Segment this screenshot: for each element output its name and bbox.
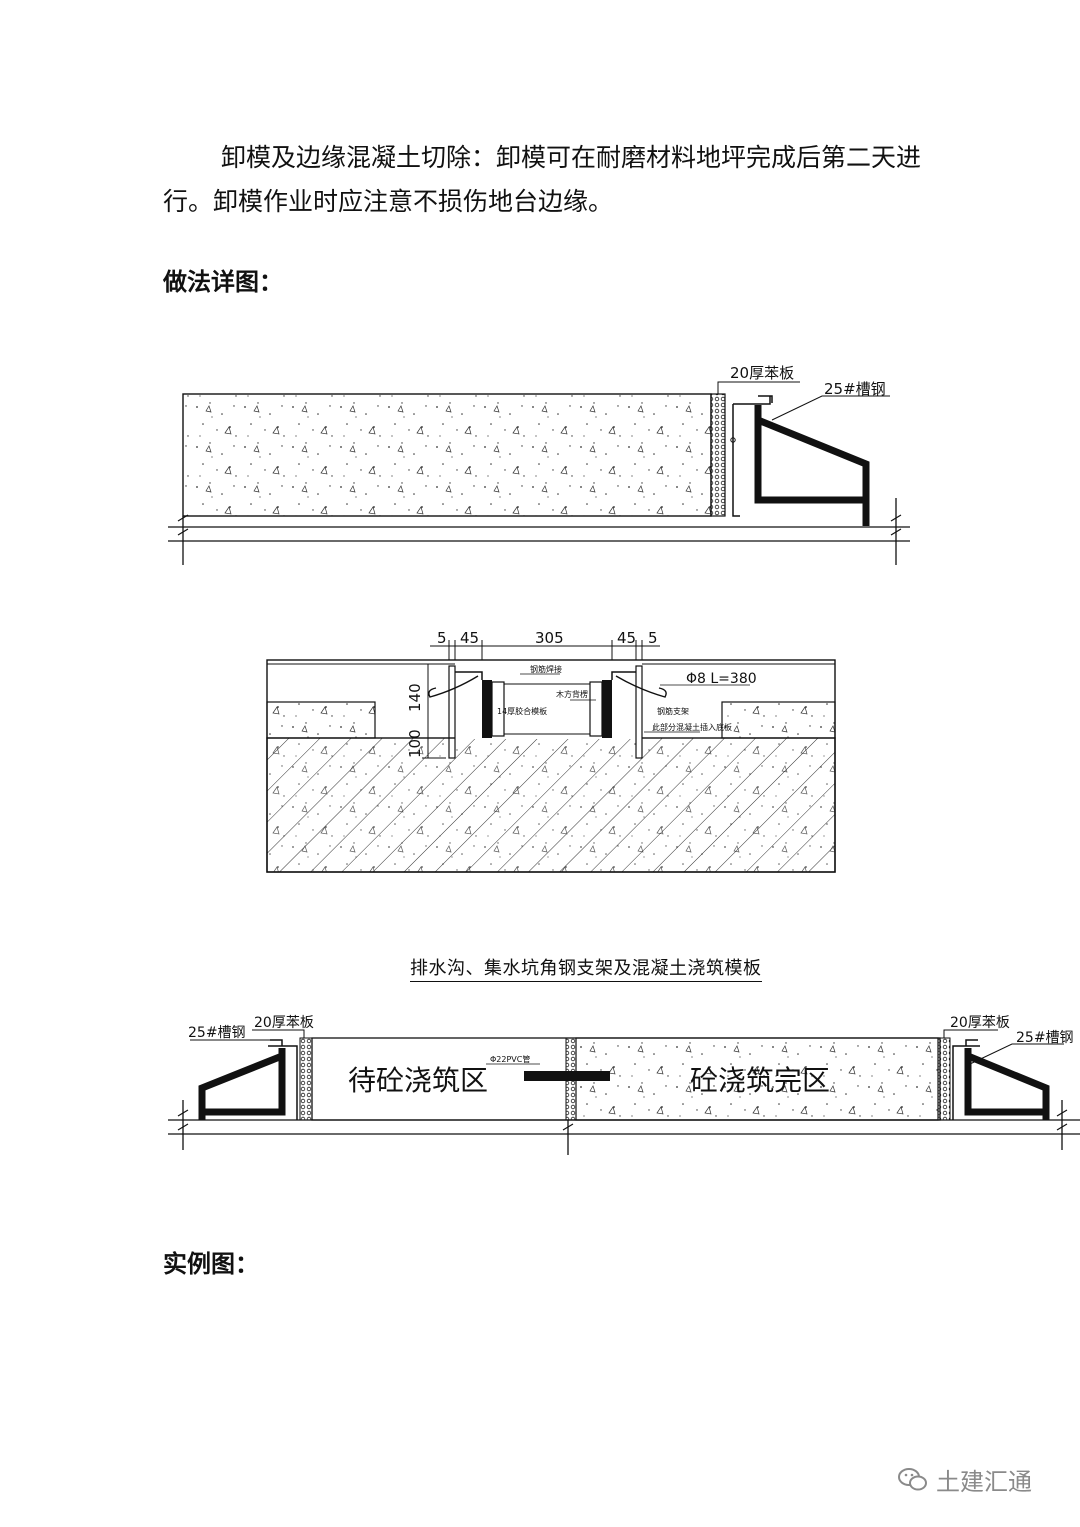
- figure-1-formwork-section: 20厚苯板 25#槽钢: [168, 364, 910, 565]
- watermark: 土建汇通: [898, 1462, 1032, 1497]
- formwork-left: [482, 680, 492, 738]
- figure-2-drain-channel-section: 5 45 305 45 5 140 100 钢筋焊接 木方背楞 14厚胶合模板 …: [266, 629, 836, 873]
- zone-pending-label: 待砼浇筑区: [348, 1064, 488, 1097]
- label-channel-right: 25#槽钢: [1016, 1030, 1074, 1046]
- label-channel-steel: 25#槽钢: [824, 380, 886, 398]
- label-channel-left: 25#槽钢: [188, 1025, 246, 1041]
- label-foam-board: 20厚苯板: [730, 364, 794, 382]
- foam-board: [710, 393, 726, 517]
- dim-140: 140: [406, 683, 424, 712]
- example-heading: 实例图：: [163, 1250, 259, 1278]
- pvc-dowel: [524, 1071, 610, 1081]
- note-concrete-insert: 此部分混凝土插入底板: [652, 722, 732, 732]
- intro-paragraph: 卸模及边缘混凝土切除：卸模可在耐磨材料地坪完成后第二天进行。卸模作业时应注意不损…: [163, 136, 923, 224]
- intro-paragraph-text: 卸模及边缘混凝土切除：卸模可在耐磨材料地坪完成后第二天进行。卸模作业时应注意不损…: [163, 143, 922, 216]
- note-wood-batten: 木方背楞: [556, 689, 588, 699]
- dim-45-left: 45: [460, 629, 479, 647]
- dim-45-right: 45: [617, 629, 636, 647]
- note-weld: 钢筋焊接: [530, 664, 562, 674]
- zone-done-label: 砼浇筑完区: [690, 1064, 830, 1097]
- dim-5-right: 5: [648, 629, 658, 647]
- formwork-right: [602, 680, 612, 738]
- figure-caption: 排水沟、集水坑角钢支架及混凝土浇筑模板: [410, 954, 762, 982]
- wechat-icon: [898, 1467, 927, 1490]
- dim-100: 100: [406, 729, 424, 758]
- dim-5-left: 5: [437, 629, 447, 647]
- label-board-left: 20厚苯板: [254, 1014, 314, 1031]
- label-rebar: Φ8 L=380: [686, 671, 757, 687]
- figure-3-pour-zones: Φ22PVC管 待砼浇筑区 砼浇筑完区 25#槽钢 20厚苯板 20厚苯板 25…: [168, 1014, 1080, 1155]
- concrete-slab: [182, 393, 712, 517]
- label-pvc: Φ22PVC管: [490, 1054, 530, 1064]
- note-plywood: 14厚胶合模板: [497, 706, 547, 716]
- poured-zone: [575, 1037, 939, 1121]
- note-rebar-support: 钢筋支架: [657, 706, 689, 716]
- dim-305: 305: [535, 629, 564, 647]
- channel-steel: [732, 396, 771, 517]
- label-board-right: 20厚苯板: [950, 1014, 1010, 1031]
- watermark-text: 土建汇通: [936, 1468, 1032, 1496]
- detail-heading: 做法详图：: [163, 268, 283, 296]
